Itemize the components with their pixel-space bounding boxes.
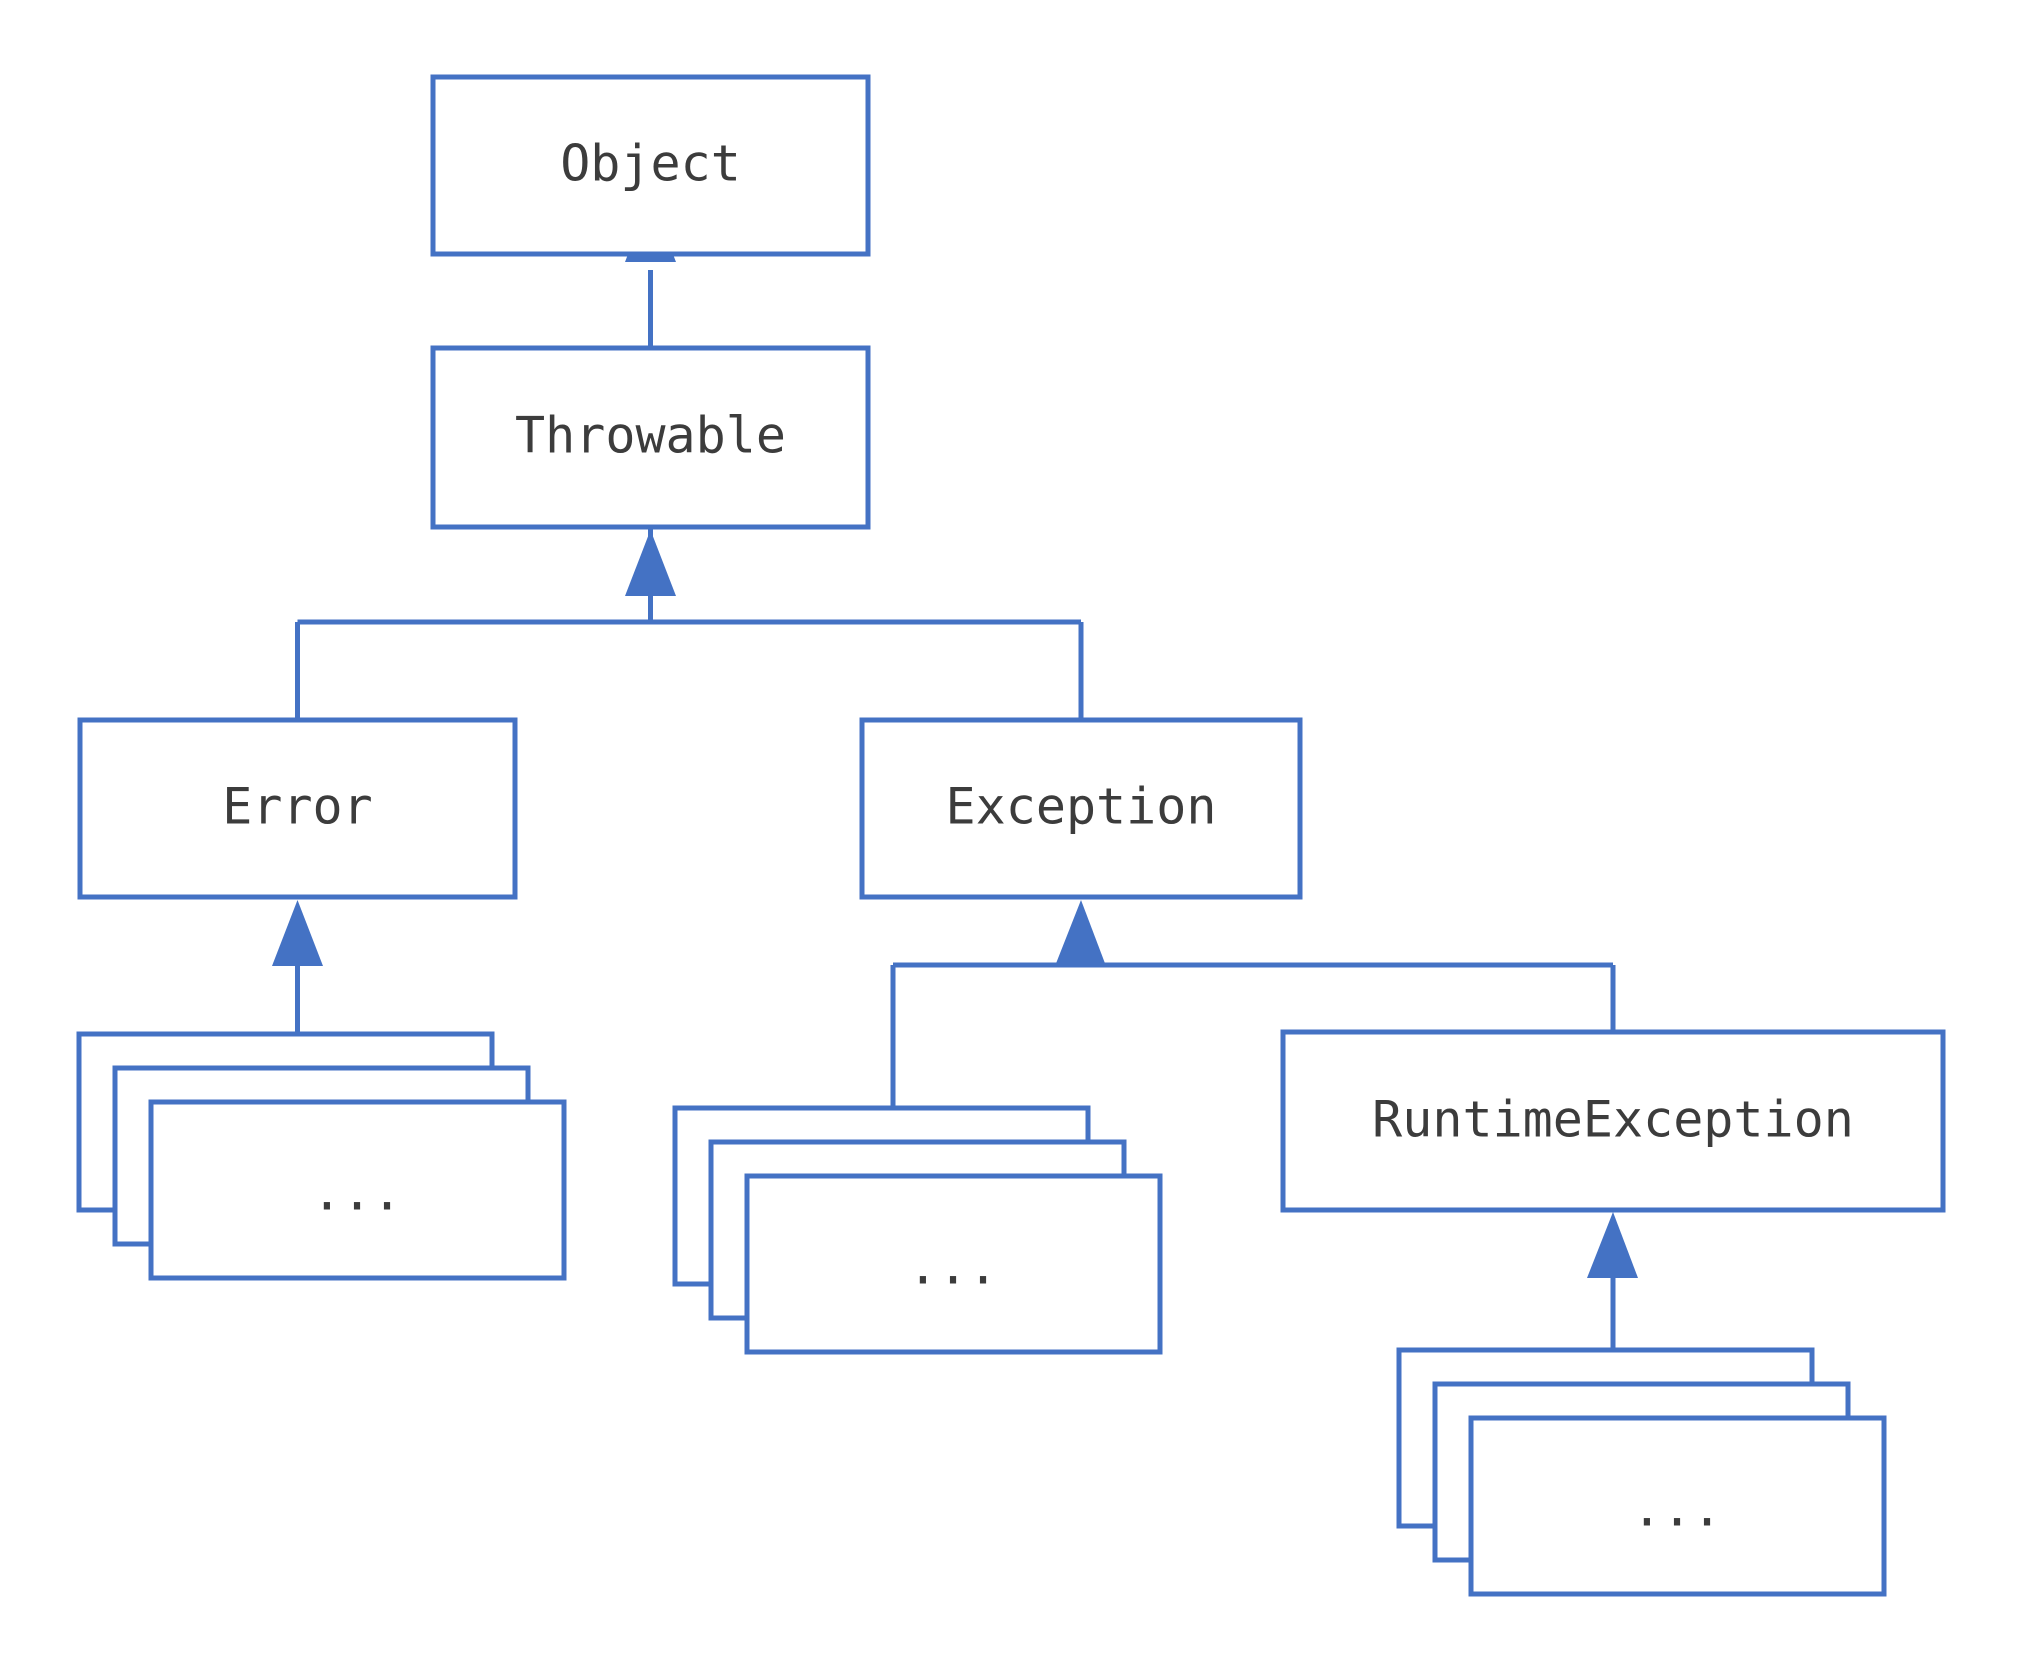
class-box-label: Object [560, 135, 741, 193]
class-node-runtime-exception[interactable]: RuntimeException [1280, 1029, 1946, 1213]
class-box-rect [859, 717, 1303, 900]
arrow-head-icon [1587, 1212, 1638, 1278]
stacked-box-front [744, 1173, 1163, 1355]
arrow-head-icon [625, 530, 676, 596]
class-box-label: Error [222, 778, 373, 836]
edge-throwable-children-bus [295, 527, 1084, 720]
class-box-rect [430, 345, 871, 530]
class-box-rect [77, 717, 518, 900]
runtime-exception-children-label: ... [1632, 1480, 1722, 1538]
class-box-label: Exception [946, 778, 1217, 836]
class-node-throwable[interactable]: Throwable [430, 345, 871, 530]
exception-children-stack[interactable]: ... [672, 1105, 1163, 1355]
class-box-label: RuntimeException [1372, 1091, 1854, 1149]
error-children-stack[interactable]: ... [76, 1031, 567, 1281]
class-box-rect [1280, 1029, 1946, 1213]
error-children-label: ... [312, 1164, 402, 1222]
class-node-object[interactable]: Object [430, 74, 871, 257]
class-box-rect [430, 74, 871, 257]
class-node-error[interactable]: Error [77, 717, 518, 900]
exception-children-label: ... [908, 1238, 998, 1296]
stacked-box-front [1468, 1415, 1887, 1597]
stacked-box-front [148, 1099, 567, 1281]
class-node-exception[interactable]: Exception [859, 717, 1303, 900]
runtime-exception-children-stack[interactable]: ... [1396, 1347, 1887, 1597]
arrow-head-icon [272, 900, 323, 966]
arrow-head-icon [1055, 900, 1106, 966]
class-box-label: Throwable [515, 407, 786, 465]
